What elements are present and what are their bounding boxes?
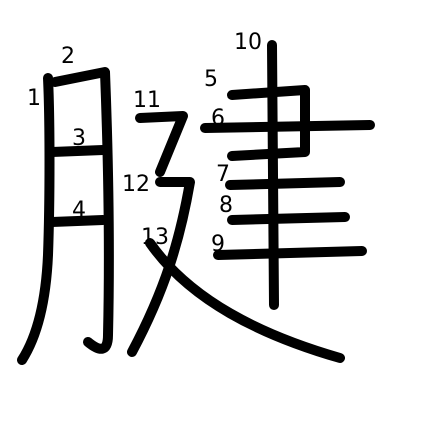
stroke-11 bbox=[135, 111, 188, 177]
stroke-number-9: 9 bbox=[211, 232, 225, 257]
stroke-number-2: 2 bbox=[61, 44, 75, 69]
stroke-number-12: 12 bbox=[122, 172, 150, 197]
stroke-1 bbox=[17, 73, 55, 365]
stroke-3 bbox=[47, 145, 108, 157]
stroke-12 bbox=[127, 177, 195, 357]
stroke-7 bbox=[225, 177, 345, 190]
stroke-4 bbox=[47, 215, 108, 227]
stroke-number-4: 4 bbox=[72, 198, 86, 223]
stroke-number-13: 13 bbox=[141, 225, 169, 250]
stroke-number-6: 6 bbox=[211, 106, 225, 131]
stroke-10 bbox=[267, 40, 279, 310]
stroke-number-8: 8 bbox=[219, 193, 233, 218]
stroke-number-1: 1 bbox=[27, 86, 41, 111]
stroke-8 bbox=[227, 212, 350, 225]
stroke-number-3: 3 bbox=[72, 126, 86, 151]
stroke-number-11: 11 bbox=[133, 88, 161, 113]
stroke-13 bbox=[145, 238, 345, 363]
stroke-9 bbox=[213, 246, 367, 260]
stroke-number-10: 10 bbox=[234, 30, 262, 55]
stroke-number-5: 5 bbox=[204, 67, 218, 92]
stroke-6 bbox=[200, 120, 375, 133]
stroke-2 bbox=[50, 67, 114, 354]
stroke-number-7: 7 bbox=[216, 162, 230, 187]
